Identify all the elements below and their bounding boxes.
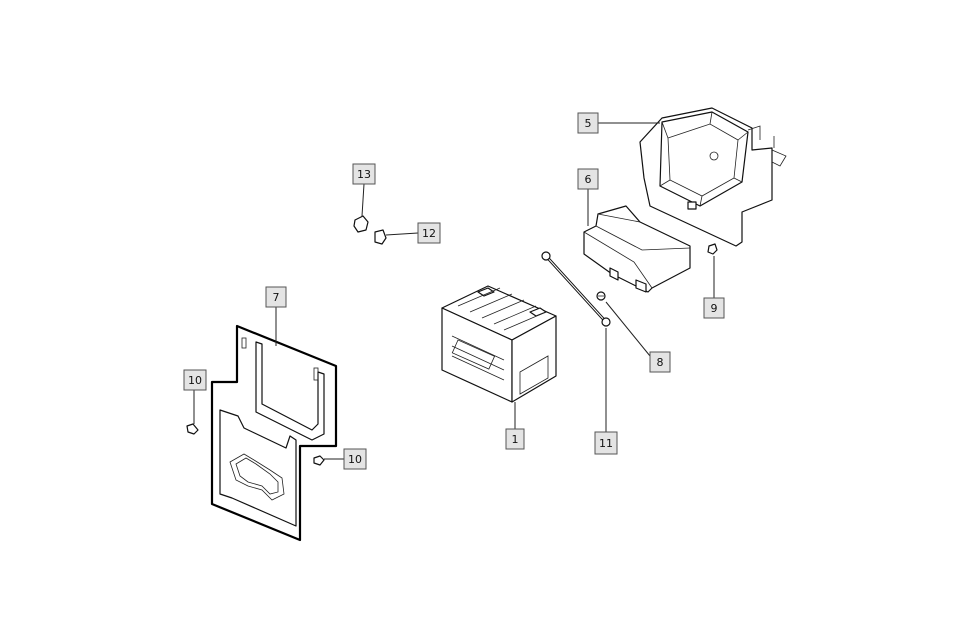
callout-13: 13: [352, 163, 376, 185]
svg-text:9: 9: [711, 302, 718, 315]
battery-case: [639, 107, 787, 247]
callout-11: 11: [594, 431, 618, 455]
cover-plate: [210, 324, 338, 542]
svg-text:10: 10: [348, 453, 362, 466]
clip-part-12: [374, 229, 387, 245]
callout-9: 9: [703, 297, 725, 319]
svg-text:12: 12: [422, 227, 436, 240]
svg-text:6: 6: [585, 173, 592, 186]
clip-part-13: [353, 215, 369, 233]
callout-10-left: 10: [183, 369, 207, 391]
leader-lines: [193, 122, 715, 460]
svg-text:10: 10: [188, 374, 202, 387]
callout-8: 8: [649, 351, 671, 373]
callout-5: 5: [577, 112, 599, 134]
svg-text:8: 8: [657, 356, 664, 369]
svg-text:1: 1: [512, 433, 519, 446]
callout-7: 7: [265, 286, 287, 308]
callout-12: 12: [417, 222, 441, 244]
screw-part-10-left: [186, 423, 199, 435]
callout-6: 6: [577, 168, 599, 190]
svg-text:5: 5: [585, 117, 592, 130]
svg-text:13: 13: [357, 168, 371, 181]
svg-text:7: 7: [273, 291, 280, 304]
battery: [441, 285, 557, 403]
callout-1: 1: [505, 428, 525, 450]
callout-10-right: 10: [343, 448, 367, 470]
battery-tray: [583, 205, 691, 293]
svg-text:11: 11: [599, 437, 613, 450]
nut-part-9: [707, 243, 718, 255]
screw-part-8: [596, 291, 606, 301]
battery-strap-rod: [541, 251, 611, 327]
screw-part-10-right: [313, 455, 325, 466]
